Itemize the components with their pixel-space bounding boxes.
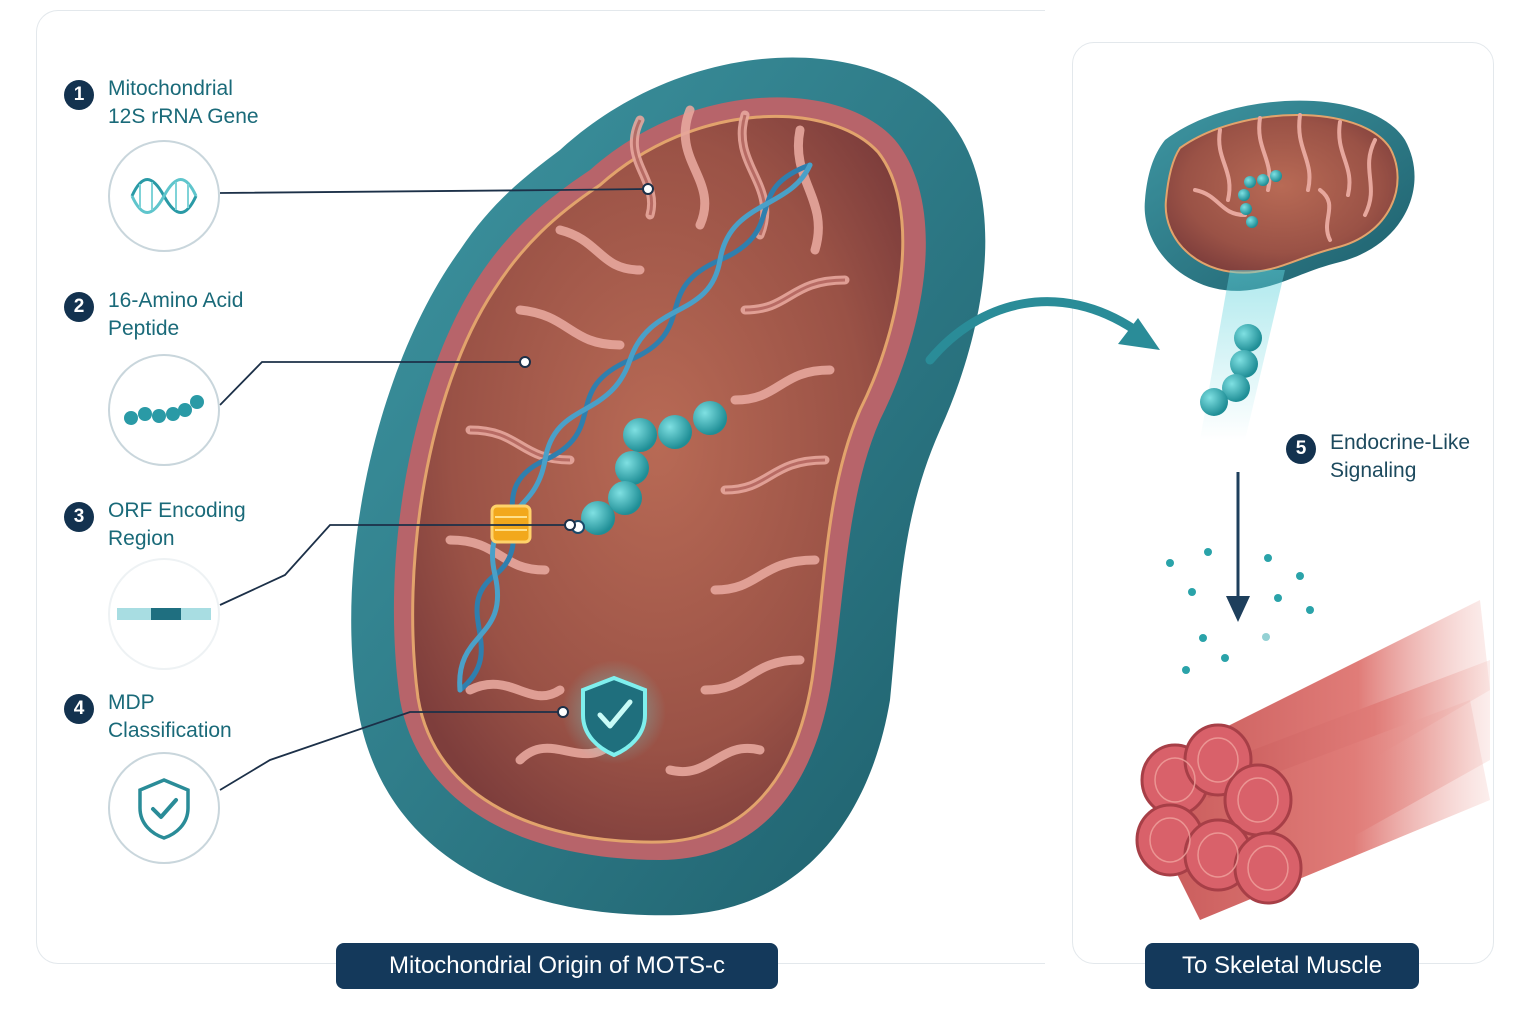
mitochondrion-large <box>351 57 986 916</box>
dna-helix <box>457 162 813 693</box>
peptide-chain <box>571 401 727 535</box>
step-label: 16-Amino Acid Peptide <box>108 289 244 340</box>
mitochondrion-small <box>1144 100 1415 291</box>
arrow-down-icon <box>1226 472 1250 622</box>
dna-helix-icon <box>108 140 220 252</box>
particles <box>1166 548 1314 674</box>
step-5: 5 Endocrine-Like Signaling <box>1286 431 1470 485</box>
step-label: MDP Classification <box>108 691 232 742</box>
caption-mitochondrial-origin: Mitochondrial Origin of MOTS-c <box>336 943 778 989</box>
step-number: 3 <box>64 502 94 532</box>
peptide-chain-icon <box>108 354 220 466</box>
orf-bar-icon <box>108 558 220 670</box>
step-3: 3 ORF Encoding Region <box>64 499 246 553</box>
released-peptide <box>1200 324 1262 416</box>
step-label: Mitochondrial 12S rRNA Gene <box>108 77 259 128</box>
shield-glow <box>562 660 666 764</box>
caption-skeletal-muscle: To Skeletal Muscle <box>1145 943 1419 989</box>
step-2: 2 16-Amino Acid Peptide <box>64 289 243 343</box>
step-number: 2 <box>64 292 94 322</box>
leader-lines <box>219 188 649 791</box>
step-4: 4 MDP Classification <box>64 691 232 745</box>
skeletal-muscle-bundle <box>1135 600 1490 920</box>
step-label: Endocrine-Like Signaling <box>1330 431 1471 482</box>
step-label: ORF Encoding Region <box>108 499 246 550</box>
shield-check-icon <box>108 752 220 864</box>
step-1: 1 Mitochondrial 12S rRNA Gene <box>64 77 259 131</box>
transfer-arrow <box>925 297 1140 365</box>
step-number: 4 <box>64 694 94 724</box>
step-number: 5 <box>1286 434 1316 464</box>
step-number: 1 <box>64 80 94 110</box>
orf-highlight <box>490 504 532 544</box>
